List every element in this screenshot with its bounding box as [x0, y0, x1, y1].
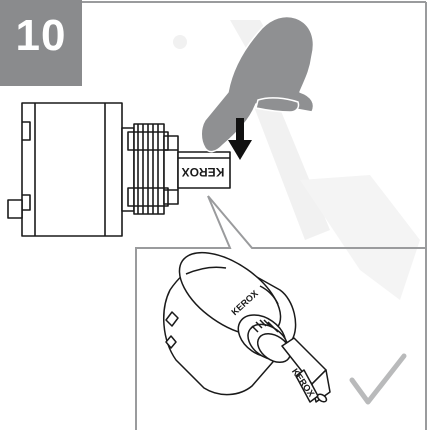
cartridge-inset: [163, 251, 331, 403]
outer-frame: [82, 1, 427, 430]
brand-label-main: KEROX: [182, 165, 225, 179]
checkmark-icon: [349, 353, 407, 405]
hand-pointing-icon: [200, 15, 315, 153]
arrow-down-icon: [228, 118, 252, 160]
callout-connector: [135, 195, 426, 430]
cartridge-main: [7, 102, 231, 237]
step-badge: 10: [0, 0, 82, 86]
step-number: 10: [15, 11, 67, 60]
